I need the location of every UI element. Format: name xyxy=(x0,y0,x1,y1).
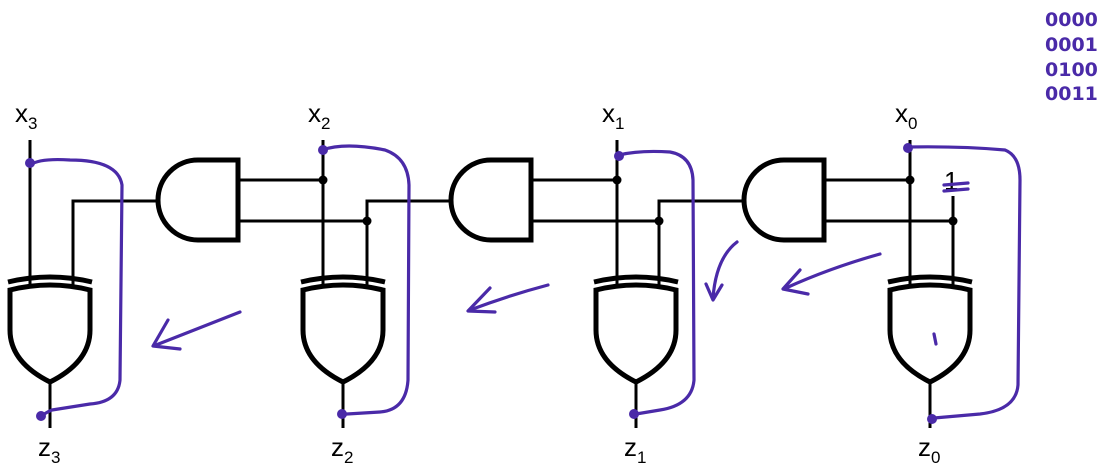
annotation-arrow-left xyxy=(151,310,242,351)
handwritten-note: 0001 xyxy=(1045,34,1098,56)
xor-gate-3 xyxy=(7,274,93,385)
wires xyxy=(28,140,958,428)
and-gate-1 xyxy=(448,157,534,243)
annotation-arrow-left xyxy=(466,283,550,314)
annotation-tap-mark xyxy=(337,409,347,419)
annotation-tap-mark xyxy=(318,145,328,155)
annotation-tap-mark xyxy=(25,158,35,168)
annotation-loop-2 xyxy=(320,144,411,416)
annotation-arrow-down xyxy=(704,240,739,302)
output-label-z2: z2 xyxy=(331,432,353,467)
output-label-z1: z1 xyxy=(624,432,646,467)
annotation-dash-mark xyxy=(942,181,970,187)
input-labels: x3 x2 x1 x0 1 xyxy=(15,98,958,196)
annotation-tap-mark xyxy=(614,151,624,161)
junction-dot xyxy=(905,175,915,185)
and-gate-2 xyxy=(155,157,241,243)
junction-dot xyxy=(612,175,622,185)
output-labels: z3 z2 z1 z0 xyxy=(38,432,940,467)
junction-dot xyxy=(362,216,372,226)
and-gate-0 xyxy=(741,157,827,243)
xor-gate-0 xyxy=(887,274,973,385)
xor-gate-1 xyxy=(593,274,679,385)
annotation-tap-mark xyxy=(36,411,46,421)
annotation-arrow-left xyxy=(781,252,882,296)
annotation-tap-mark xyxy=(927,414,937,424)
handwritten-note: 0000 xyxy=(1045,9,1098,31)
input-label-x2: x2 xyxy=(308,98,330,133)
annotation-loop-3 xyxy=(28,157,124,420)
annotation-tap-mark xyxy=(629,409,639,419)
handwritten-annotations: 0000 0001 0100 0011 xyxy=(25,9,1098,424)
annotation-loop-1 xyxy=(617,149,696,416)
junction-dot xyxy=(654,216,664,226)
input-label-x0: x0 xyxy=(895,98,917,133)
annotation-tick-mark xyxy=(932,332,938,346)
input-label-x3: x3 xyxy=(15,98,37,133)
xor-gate-2 xyxy=(300,274,386,385)
wire-carry-to-xor3 xyxy=(71,199,158,288)
wire-carry-to-xor1 xyxy=(657,199,744,288)
annotation-dash-mark xyxy=(942,187,970,193)
input-label-x1: x1 xyxy=(602,98,624,133)
output-label-z3: z3 xyxy=(38,432,60,467)
handwritten-note: 0100 xyxy=(1045,59,1098,81)
xor-gates xyxy=(7,274,973,385)
annotation-tap-mark xyxy=(903,143,913,153)
and-gates xyxy=(155,157,827,243)
output-label-z0: z0 xyxy=(918,432,940,467)
handwritten-note: 0011 xyxy=(1045,83,1098,105)
annotation-loop-0 xyxy=(905,145,1022,420)
wire-carry-to-xor2 xyxy=(365,199,450,288)
junction-dot xyxy=(948,216,958,226)
junction-dot xyxy=(318,175,328,185)
